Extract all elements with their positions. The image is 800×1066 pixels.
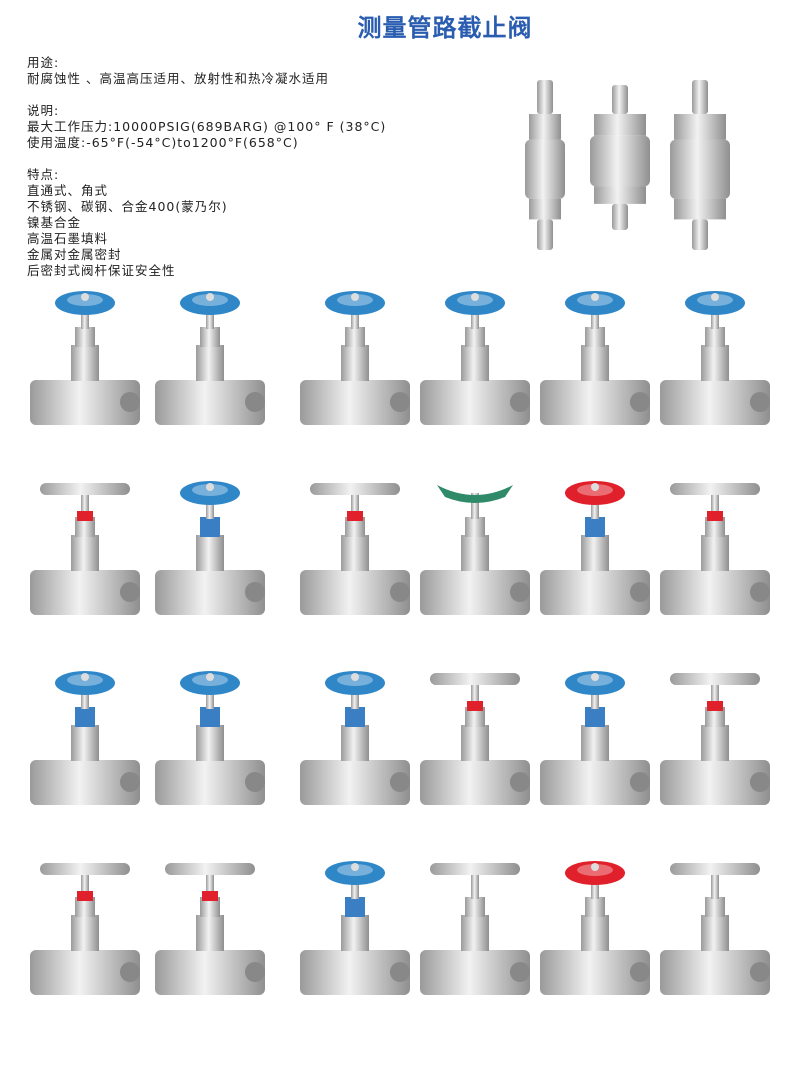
page-title: 测量管路截止阀	[357, 14, 533, 42]
needle-valve-image	[145, 665, 275, 825]
feature-item: 金属对金属密封	[27, 247, 122, 262]
needle-valve-image	[145, 855, 275, 1015]
needle-valve-image	[650, 475, 780, 635]
inline-filter-image	[525, 80, 565, 250]
usage-text: 耐腐蚀性 、高温高压适用、放射性和热冷凝水适用	[27, 71, 329, 86]
features-label: 特点:	[27, 167, 60, 182]
needle-valve-image	[650, 855, 780, 1015]
feature-item: 镍基合金	[27, 215, 82, 230]
temperature-range: 使用温度:-65°F(-54°C)to1200°F(658°C)	[27, 135, 299, 150]
needle-valve-image	[530, 475, 660, 635]
description-label: 说明:	[27, 103, 60, 118]
feature-item: 直通式、角式	[27, 183, 109, 198]
max-pressure: 最大工作压力:10000PSIG(689BARG) @100° F (38°C)	[27, 119, 387, 134]
feature-item: 不锈钢、碳钢、合金400(蒙乃尔)	[27, 199, 228, 214]
spec-text: 用途: 耐腐蚀性 、高温高压适用、放射性和热冷凝水适用 说明: 最大工作压力:1…	[27, 55, 386, 279]
needle-valve-image	[410, 475, 540, 635]
needle-valve-image	[145, 475, 275, 635]
needle-valve-image	[20, 855, 150, 1015]
needle-valve-image	[650, 665, 780, 825]
needle-valve-image	[530, 285, 660, 445]
needle-valve-image	[290, 855, 420, 1015]
needle-valve-image	[530, 665, 660, 825]
inline-filter-image	[670, 80, 730, 250]
needle-valve-image	[410, 285, 540, 445]
needle-valve-image	[290, 475, 420, 635]
needle-valve-image	[650, 285, 780, 445]
usage-label: 用途:	[27, 55, 60, 70]
needle-valve-image	[410, 855, 540, 1015]
needle-valve-image	[145, 285, 275, 445]
needle-valve-image	[20, 665, 150, 825]
needle-valve-image	[20, 475, 150, 635]
needle-valve-image	[20, 285, 150, 445]
needle-valve-image	[530, 855, 660, 1015]
needle-valve-image	[290, 665, 420, 825]
feature-item: 高温石墨填料	[27, 231, 109, 246]
feature-item: 后密封式阀杆保证安全性	[27, 263, 176, 278]
inline-filter-image	[590, 85, 650, 230]
needle-valve-image	[410, 665, 540, 825]
needle-valve-image	[290, 285, 420, 445]
